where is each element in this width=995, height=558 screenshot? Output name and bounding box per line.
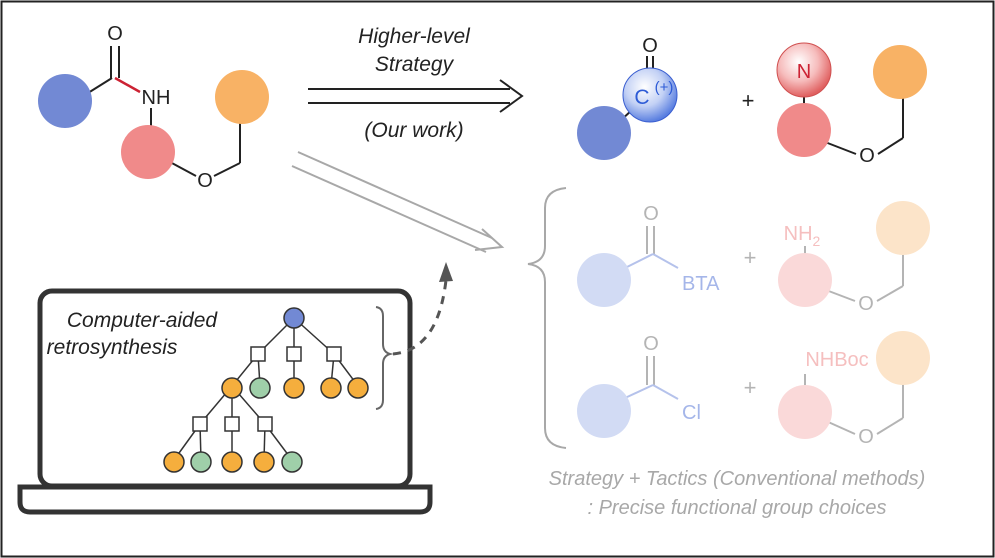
product-plus-sign: + <box>742 88 755 113</box>
tree-reaction-node <box>224 416 240 432</box>
retrosynthesis-tree <box>163 307 369 473</box>
row1-ether-oxygen: O <box>858 293 874 315</box>
row2-ether-oxygen: O <box>858 426 874 448</box>
product-carbonyl-oxygen: O <box>642 35 658 57</box>
cation-blue-group <box>577 106 631 160</box>
row1-orange-group <box>876 201 930 255</box>
tree-node-orange <box>283 377 305 399</box>
reactant-orange-group <box>215 70 269 124</box>
strategy-label-line1: Higher-level <box>358 25 471 48</box>
tree-root-node <box>283 307 305 329</box>
amine-fragment: N O <box>776 42 927 167</box>
tree-node-orange <box>347 377 369 399</box>
row2-leaving-group: Cl <box>682 402 701 424</box>
conventional-arrow <box>291 151 505 253</box>
tree-reaction-node <box>286 346 302 362</box>
row2-orange-group <box>876 331 930 385</box>
row1-pink-group <box>778 253 832 307</box>
nitrogen-label: N <box>797 61 811 83</box>
reactant-blue-group <box>38 74 92 128</box>
reactant-ether-oxygen: O <box>197 170 213 192</box>
reactant-carbonyl-oxygen: O <box>107 23 123 45</box>
cation-charge-label: (+) <box>655 79 674 96</box>
carbocation-sphere <box>622 67 678 123</box>
conventional-caption-2: : Precise functional group choices <box>587 497 886 519</box>
dashed-arrow-head <box>439 262 453 282</box>
tree-node-orange <box>221 451 243 473</box>
row1-carbonyl-oxygen: O <box>643 203 659 225</box>
our-work-label: (Our work) <box>364 119 463 142</box>
row2-carbonyl-oxygen: O <box>643 333 659 355</box>
tree-node-orange <box>320 377 342 399</box>
cation-carbon-label: C <box>634 86 649 109</box>
row2-amine-label: NHBoc <box>805 349 868 371</box>
tree-reaction-node <box>192 416 208 432</box>
tree-node-green <box>190 451 212 473</box>
tree-node-green <box>281 451 303 473</box>
strategy-label-line2: Strategy <box>375 53 455 76</box>
row1-amine-label: NH2 <box>784 223 821 249</box>
conventional-brace <box>527 187 567 449</box>
row1-plus-sign: + <box>744 245 757 270</box>
row2-pink-group <box>778 385 832 439</box>
tree-node-orange <box>163 451 185 473</box>
computer-label-line2: retrosynthesis <box>47 336 178 359</box>
amine-orange-group <box>873 45 927 99</box>
reactant-molecule: O NH O <box>38 23 269 192</box>
row2-plus-sign: + <box>744 375 757 400</box>
conventional-row-1: O BTA + NH2 O <box>577 201 930 315</box>
row2-blue-group <box>577 384 631 438</box>
tree-brace <box>375 306 394 410</box>
nitrogen-sphere <box>776 42 832 98</box>
tree-reaction-node <box>326 346 342 362</box>
reactant-pink-group <box>121 125 175 179</box>
reactant-amide-nh: NH <box>142 87 171 109</box>
tree-reaction-node <box>257 416 273 432</box>
strategy-arrow <box>308 79 524 113</box>
acyl-cation-fragment: O C (+) <box>577 35 678 160</box>
laptop-base <box>17 484 433 515</box>
product-ether-oxygen: O <box>859 145 875 167</box>
conventional-caption-1: Strategy + Tactics (Conventional methods… <box>549 468 926 490</box>
row1-leaving-group: BTA <box>682 273 720 295</box>
amine-pink-group <box>777 103 831 157</box>
conventional-row-2: O Cl + NHBoc O <box>577 331 930 448</box>
tree-node-orange <box>253 451 275 473</box>
tree-node-green <box>249 377 271 399</box>
computer-label-line1: Computer-aided <box>67 309 219 332</box>
row1-blue-group <box>577 253 631 307</box>
tree-node-orange <box>221 377 243 399</box>
tree-reaction-node <box>250 346 266 362</box>
